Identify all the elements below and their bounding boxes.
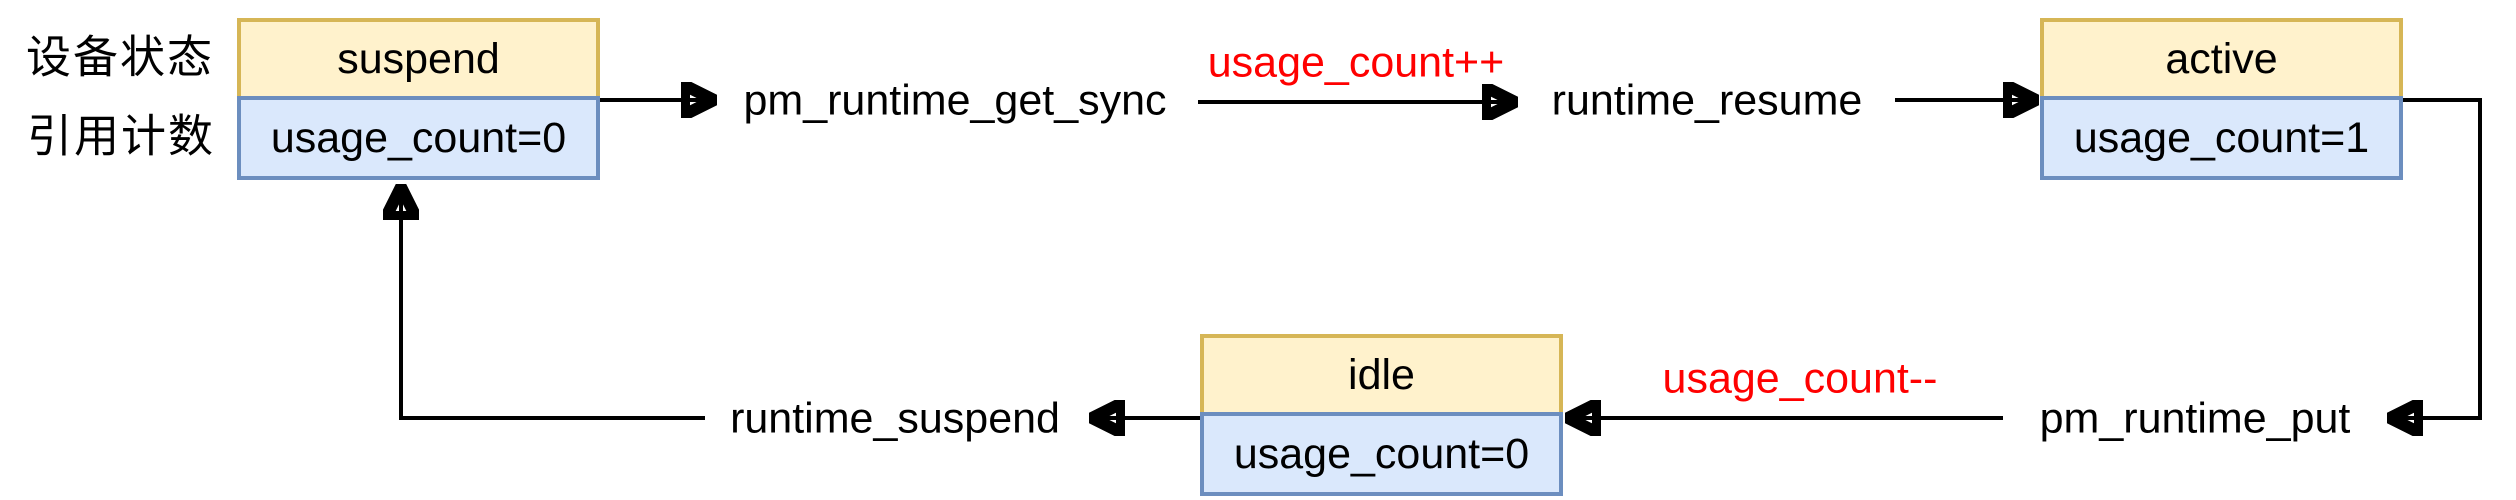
arrow-active-to-pm-runtime-put — [2390, 98, 2482, 418]
state-name-idle: idle — [1200, 334, 1563, 412]
usage-count-suspend: usage_count=0 — [237, 96, 600, 180]
annotation-usage-count-increment: usage_count++ — [1207, 38, 1505, 87]
state-box-idle: idle usage_count=0 — [1200, 334, 1563, 496]
transition-label-runtime-suspend: runtime_suspend — [730, 394, 1060, 443]
row-label-device-state: 设备状态 — [25, 31, 215, 83]
row-label-ref-count: 引用计数 — [26, 110, 216, 162]
state-name-suspend: suspend — [237, 18, 600, 96]
arrow-runtime-suspend-to-suspend — [401, 187, 705, 420]
usage-count-active: usage_count=1 — [2040, 96, 2403, 180]
usage-count-idle: usage_count=0 — [1200, 412, 1563, 496]
transition-label-runtime-resume: runtime_resume — [1551, 76, 1863, 125]
state-box-suspend: suspend usage_count=0 — [237, 18, 600, 180]
transition-label-pm-runtime-get-sync: pm_runtime_get_sync — [743, 76, 1167, 125]
transition-label-pm-runtime-put: pm_runtime_put — [2039, 394, 2351, 443]
annotation-usage-count-decrement: usage_count-- — [1662, 354, 1938, 403]
state-box-active: active usage_count=1 — [2040, 18, 2403, 180]
state-name-active: active — [2040, 18, 2403, 96]
